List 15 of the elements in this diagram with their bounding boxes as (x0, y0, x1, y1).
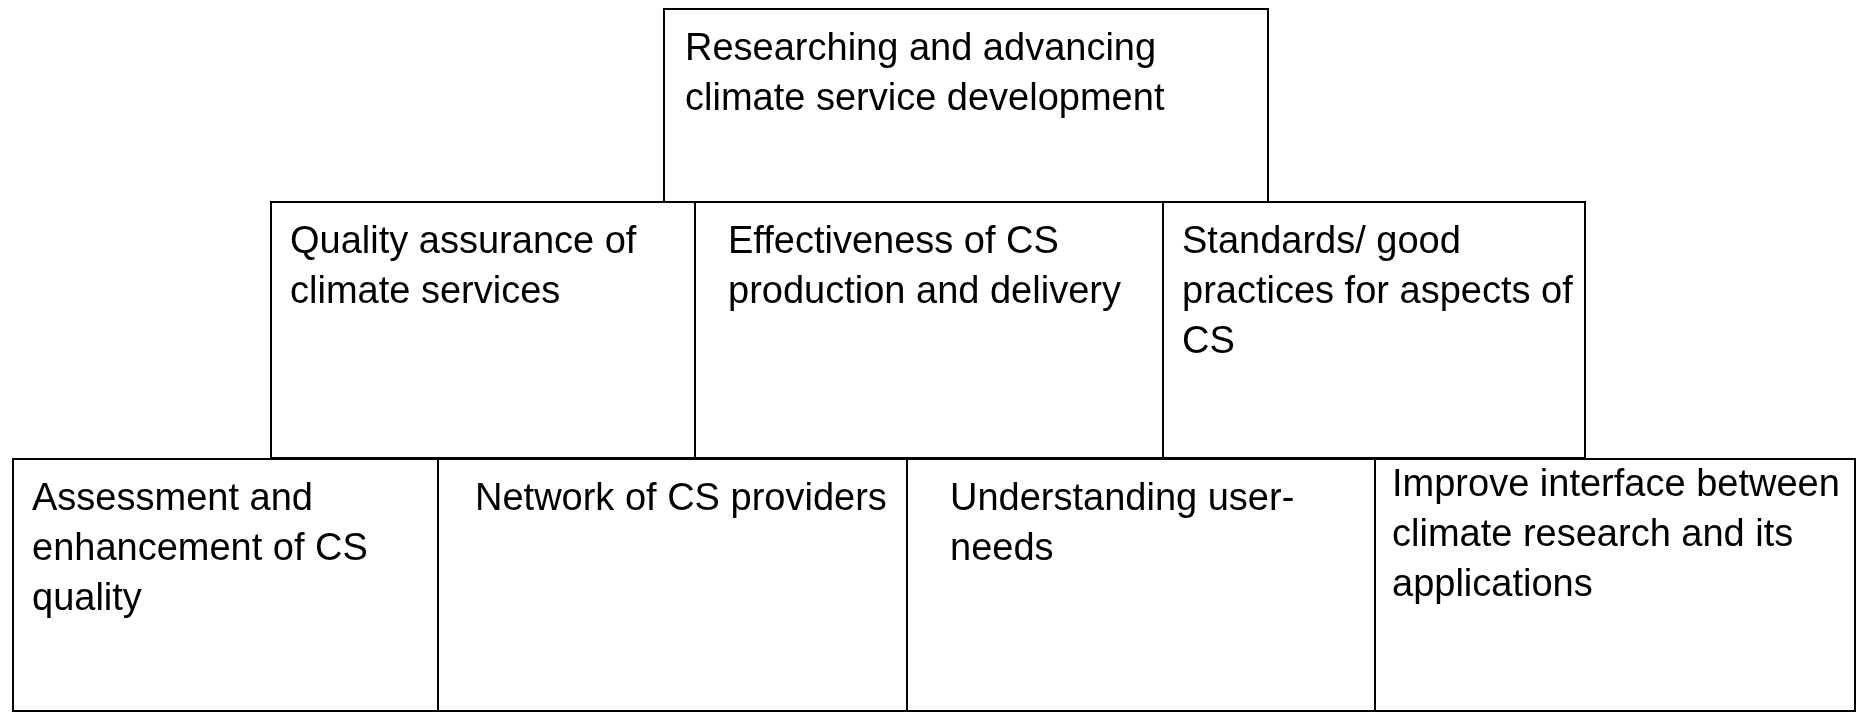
box-text: Assessment and enhancement of CS quality (32, 475, 369, 621)
text-box (906, 458, 1376, 712)
box-text: Improve interface between climate research and its applications (1392, 461, 1841, 607)
box-text: Network of CS providers (475, 475, 888, 520)
text-box (12, 458, 439, 712)
text-box (1162, 201, 1586, 459)
text-box (663, 8, 1269, 203)
box-text: Quality assurance of climate services (290, 218, 638, 314)
box-text: Standards/ good practices for aspects of CS (1182, 218, 1574, 364)
box-text: Researching and advancing climate service development (685, 25, 1166, 121)
text-box (437, 458, 908, 712)
text-box (1374, 458, 1856, 712)
box-text: Understanding user-needs (950, 475, 1296, 571)
text-box (270, 201, 696, 459)
box-text: Effectiveness of CS production and delivery (728, 218, 1122, 314)
